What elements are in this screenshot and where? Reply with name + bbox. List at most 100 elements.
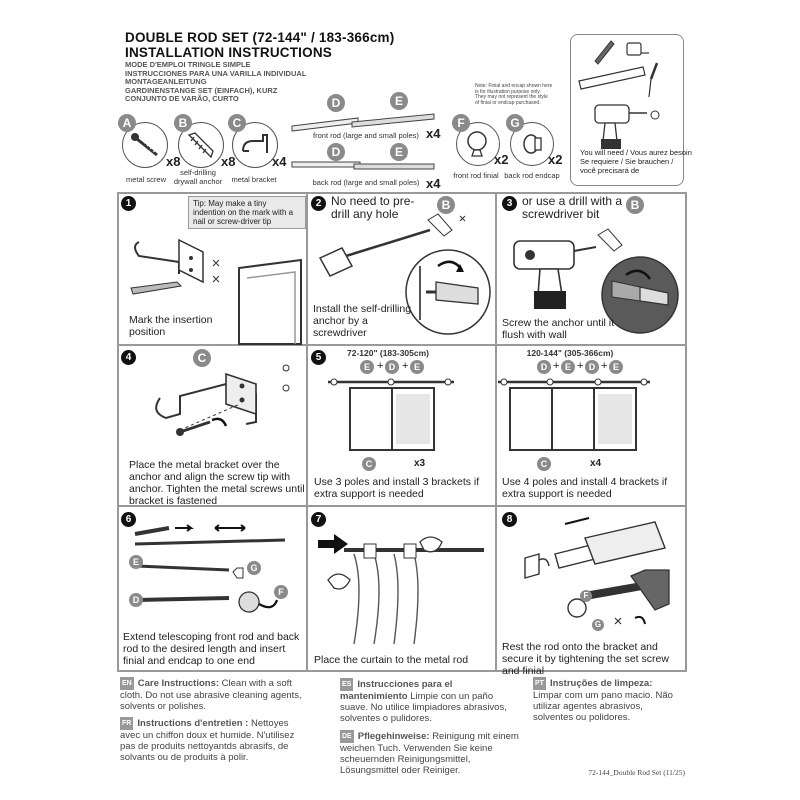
grid-divider [495,194,497,670]
grid-divider [119,505,685,507]
part-letter-c: C [228,114,246,132]
formula-b-d1: D [537,360,551,374]
part-c-label: metal bracket [231,175,277,184]
part-f-qty: x2 [494,152,509,167]
endcap-icon [523,134,542,154]
lang-tag-fr: FR [120,717,134,730]
back-rod-letter-d: D [327,143,345,161]
plus-sign: + [601,360,608,372]
step-7-caption: Place the curtain to the metal rod [314,654,469,666]
front-rod-poles-icon [291,113,435,132]
screw-icon [179,420,211,434]
grid-divider [119,344,685,346]
finial-icon [567,598,587,618]
drywall-anchor-icon [187,132,214,159]
multilingual-subtitles: MODE D'EMPLOI TRINGLE SIMPLE INSTRUCCION… [125,60,307,103]
back-rod-qty: x4 [426,176,441,191]
level-icon [578,66,646,90]
step-4-illustration [155,364,290,436]
step-6-letter-e: E [129,555,143,569]
step-5-caption-b: Use 4 poles and install 4 brackets if ex… [502,476,668,500]
step-5-number: 5 [311,350,326,365]
step-5-range-a: 72-120" (183-305cm) [347,348,429,358]
pencil-icon [130,281,183,295]
step-8-caption: Rest the rod onto the bracket and secure… [502,641,669,677]
part-c-qty: x4 [272,154,287,169]
step-6-illustration [134,524,286,613]
finial-note: Note: Finial and encap shown here is for… [475,83,553,106]
pencil-icon [594,40,615,65]
rotate-arrow-icon [211,417,228,427]
step-5-letter-c-b: C [537,457,551,471]
plus-sign: + [577,360,584,372]
formula-a-e1: E [360,360,374,374]
lang-tag-en: EN [120,677,134,690]
part-g-qty: x2 [548,152,563,167]
care-text-en: Clean with a soft cloth. Do not use abra… [120,678,302,712]
bracket-icon [524,553,540,579]
front-rod-letter-d: D [327,94,345,112]
step-5-qty-a: x3 [414,458,426,469]
anchor-icon [597,228,623,252]
metal-bracket-icon [242,134,268,153]
step-2-number: 2 [311,196,326,211]
part-a-label: metal screw [125,175,166,184]
window-frame-icon [238,258,302,345]
care-heading-es: Instrucciones para el mantenimiento [340,679,453,702]
rod-icon [584,521,666,565]
finial-icon [238,591,260,613]
step-3-number: 3 [502,196,517,211]
step-6-number: 6 [121,512,136,527]
step-8-letter-f: F [580,590,592,602]
step-4-caption: Place the metal bracket over the anchor … [129,459,305,507]
anchor-icon [427,213,453,237]
step-1-illustration [130,238,302,345]
lang-tag-es: ES [340,678,354,691]
step-3-letter-b: B [626,196,644,214]
part-letter-g: G [506,114,524,132]
part-g-label: back rod endcap [504,171,560,180]
part-b-qty: x8 [221,154,236,169]
tape-measure-icon [626,42,642,56]
step-6-letter-g: G [247,561,261,575]
plus-sign: + [402,360,409,372]
care-text-de: Reinigung mit einem weichen Tuch. Verwen… [340,731,519,776]
step-2-illustration [318,213,491,335]
step-8-letter-g: G [592,619,604,631]
step-3-caption: Screw the anchor until it flush with wal… [502,317,615,341]
step-2-caption: Install the self-drilling anchor by a sc… [313,303,412,339]
formula-b-e1: E [561,360,575,374]
care-text-fr: Nettoyes avec un chiffon doux et humide.… [120,718,295,763]
front-rod-label: front rod (large and small poles) [313,131,419,140]
part-a-qty: x8 [166,154,181,169]
part-f-label: front rod finial [453,171,499,180]
lang-tag-de: DE [340,730,354,743]
bracket-icon [178,238,204,284]
step-2-title: No need to pre-drill any hole [331,194,415,221]
front-rod-letter-e: E [390,92,408,110]
step-4-letter-c: C [193,349,211,367]
step-3-illustration [513,228,679,334]
step-5-illustration [328,378,650,451]
metal-screw-icon [131,133,158,157]
part-letter-a: A [118,114,136,132]
endcap-icon [232,567,244,579]
curtain-icon [353,553,419,645]
lang-tag-pt: PT [533,677,546,690]
step-7-illustration [318,534,484,645]
plus-sign: + [553,360,560,372]
drill-icon [594,104,630,124]
step-6-caption: Extend telescoping front rod and back ro… [123,631,300,667]
formula-a-d: D [385,360,399,374]
tools-needed-box [570,34,684,186]
formula-b-e2: E [609,360,623,374]
care-text-es: Limpie con un paño suave. No utilice lim… [340,691,507,724]
front-rod-qty: x4 [426,126,441,141]
screwdriver-icon [649,62,659,80]
plus-sign: + [377,360,384,372]
